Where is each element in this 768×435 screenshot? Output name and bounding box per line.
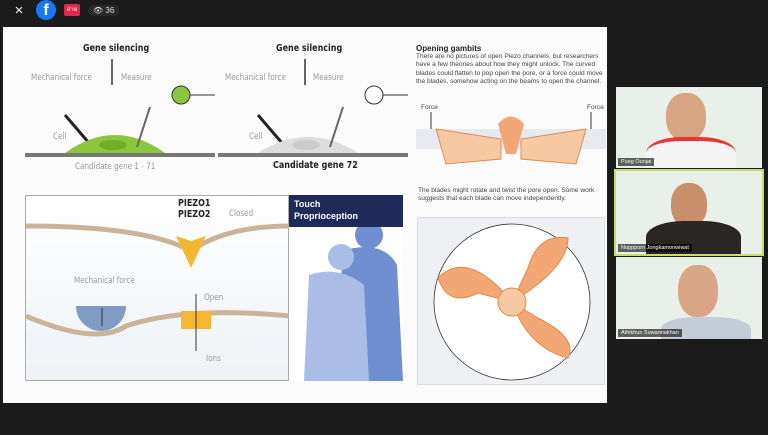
panel2-measure-label: Measure (313, 73, 344, 83)
rotate-illustration (417, 217, 605, 385)
panel2-illustration (218, 59, 408, 157)
panel1-cell-label: Cell (53, 132, 67, 142)
panel2-title: Gene silencing (276, 43, 343, 54)
piezo-panel: PIEZO1 PIEZO2 Closed Mechanical force Op… (25, 195, 290, 381)
panel1-illustration (25, 59, 215, 157)
view-count-value: 36 (105, 5, 115, 15)
opening-gambits-text: There are no pictures of open Piezo chan… (416, 53, 603, 85)
open-label: Open (204, 293, 224, 303)
panel2-force-label: Mechanical force (225, 73, 286, 83)
proprioception-label: Proprioception (294, 211, 359, 221)
presentation-slide: Gene silencing Mechanical force Measure … (3, 27, 607, 403)
rotate-text: The blades might rotate and twist the po… (418, 187, 595, 203)
force-left-label: Force (421, 104, 438, 111)
participant-tile-active-speaker[interactable]: Noppporn Jongkamonwiwat (614, 169, 764, 256)
touch-label: Touch (294, 199, 321, 209)
participant-tile[interactable]: Pueg Ounjai (616, 87, 762, 168)
ions-label: Ions (206, 354, 221, 364)
opening-gambits-heading: Opening gambits (416, 44, 482, 53)
facebook-icon[interactable]: f (36, 0, 56, 20)
panel1-force-label: Mechanical force (31, 73, 92, 83)
panel1-title: Gene silencing (83, 43, 150, 54)
panel2-caption: Candidate gene 72 (273, 160, 358, 171)
panel2-cell-label: Cell (249, 132, 263, 142)
top-bar: × f ถ่าย 👁 36 (0, 0, 768, 20)
live-badge: ถ่าย (64, 4, 80, 16)
force-right-label: Force (587, 104, 604, 111)
participant-name: Athikhun Suwannakhan (618, 329, 682, 337)
closed-label: Closed (229, 209, 254, 219)
flatten-illustration (416, 112, 606, 165)
panel1-measure-label: Measure (121, 73, 152, 83)
piezo2-label: PIEZO2 (178, 209, 211, 220)
piezo1-label: PIEZO1 (178, 198, 211, 209)
touch-panel: Touch Proprioception (289, 195, 403, 381)
panel1-caption: Candidate gene 1 - 71 (75, 162, 156, 172)
participant-tile[interactable]: Athikhun Suwannakhan (616, 257, 762, 339)
participant-name: Pueg Ounjai (618, 158, 655, 166)
participant-name: Noppporn Jongkamonwiwat (618, 244, 692, 252)
close-icon[interactable]: × (14, 1, 24, 19)
mechanical-force-label: Mechanical force (74, 276, 135, 286)
view-count: 👁 36 (88, 4, 120, 16)
